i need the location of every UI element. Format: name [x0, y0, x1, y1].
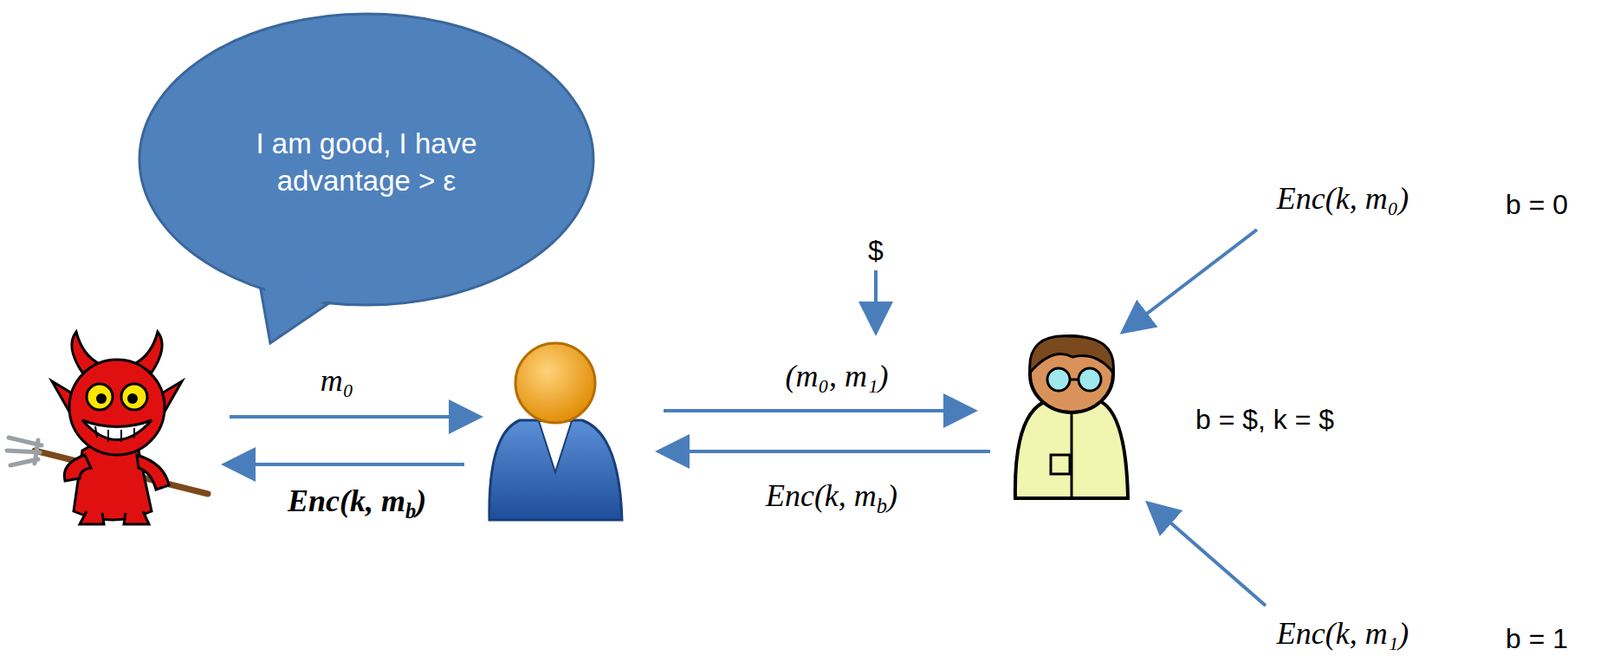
bubble-text: I am good, I have advantage > ε	[223, 125, 510, 201]
devil-figure-part	[121, 383, 148, 410]
arrow	[229, 414, 477, 419]
random-symbol-group: $	[868, 233, 884, 267]
ciphertext-label: )	[415, 483, 427, 519]
devil-figure-part	[96, 393, 107, 404]
bubble-ellipse	[139, 13, 594, 305]
devil-figure-part	[127, 393, 138, 404]
ciphertext-label-group: Enc(k, mb)	[287, 482, 427, 524]
random-symbol: $	[868, 234, 884, 266]
bubble-tail-join	[262, 272, 341, 333]
challenger-figure	[1015, 336, 1128, 499]
arrow	[1150, 505, 1266, 606]
challenger-state: b = $, k = $	[1195, 403, 1335, 435]
speech-bubble: I am good, I have advantage > ε	[136, 10, 597, 347]
arrow	[661, 449, 991, 454]
arrow	[1125, 229, 1257, 331]
bit-label: b = 1	[1505, 622, 1568, 655]
challenger-figure-part	[1050, 454, 1070, 474]
ciphertext-label: Enc(k, m₁)	[1276, 615, 1409, 651]
devil-figure-part	[69, 359, 165, 455]
bit-label-group: b = 0	[1505, 187, 1568, 221]
arrow	[663, 408, 972, 413]
arrow	[874, 270, 878, 330]
message-label-group: m₀	[320, 362, 355, 400]
challenger-figure-part	[1069, 378, 1079, 382]
devil-figure-part	[95, 426, 135, 442]
devil-figure-part	[82, 420, 152, 441]
ciphertext-label: Enc(k, m	[287, 483, 406, 519]
challenger-figure-part	[1015, 400, 1128, 499]
challenger-figure-part	[1070, 407, 1074, 499]
ciphertext-label: Enc(k, m₀)	[1276, 181, 1409, 216]
challenger-figure-part	[1047, 368, 1070, 391]
message-label: m₀	[320, 362, 355, 398]
user-figure-part	[538, 421, 572, 473]
bit-label: b = 0	[1505, 188, 1568, 221]
devil-figure-part	[64, 454, 91, 481]
devil-figure-part	[86, 383, 113, 410]
devil-figure-part	[136, 454, 169, 490]
user-figure	[489, 343, 622, 520]
devil-figure-part	[6, 437, 42, 466]
ciphertext-label-group: Enc(k, mb)	[765, 477, 898, 519]
ciphertext-label-group: Enc(k, m₀)	[1276, 180, 1409, 218]
arrow	[227, 462, 465, 467]
challenger-figure-part	[1029, 336, 1114, 413]
devil-figure-part	[79, 511, 149, 525]
ciphertext-label: b	[876, 493, 888, 518]
devil-figure	[6, 331, 208, 525]
user-figure-part	[489, 420, 622, 520]
ciphertext-label: Enc(k, m	[765, 478, 877, 513]
message-pair-label: (m₀, m₁)	[784, 358, 888, 394]
challenger-state-group: b = $, k = $	[1195, 402, 1335, 436]
challenger-figure-part	[1078, 368, 1102, 391]
ciphertext-label: b	[405, 498, 416, 523]
ciphertext-label: )	[887, 478, 898, 513]
bit-label-group: b = 1	[1505, 621, 1568, 655]
ciphertext-label-group: Enc(k, m₁)	[1276, 615, 1409, 653]
user-figure-part	[515, 343, 596, 423]
message-pair-label-group: (m₀, m₁)	[784, 357, 888, 396]
challenger-figure-part	[1029, 336, 1115, 373]
